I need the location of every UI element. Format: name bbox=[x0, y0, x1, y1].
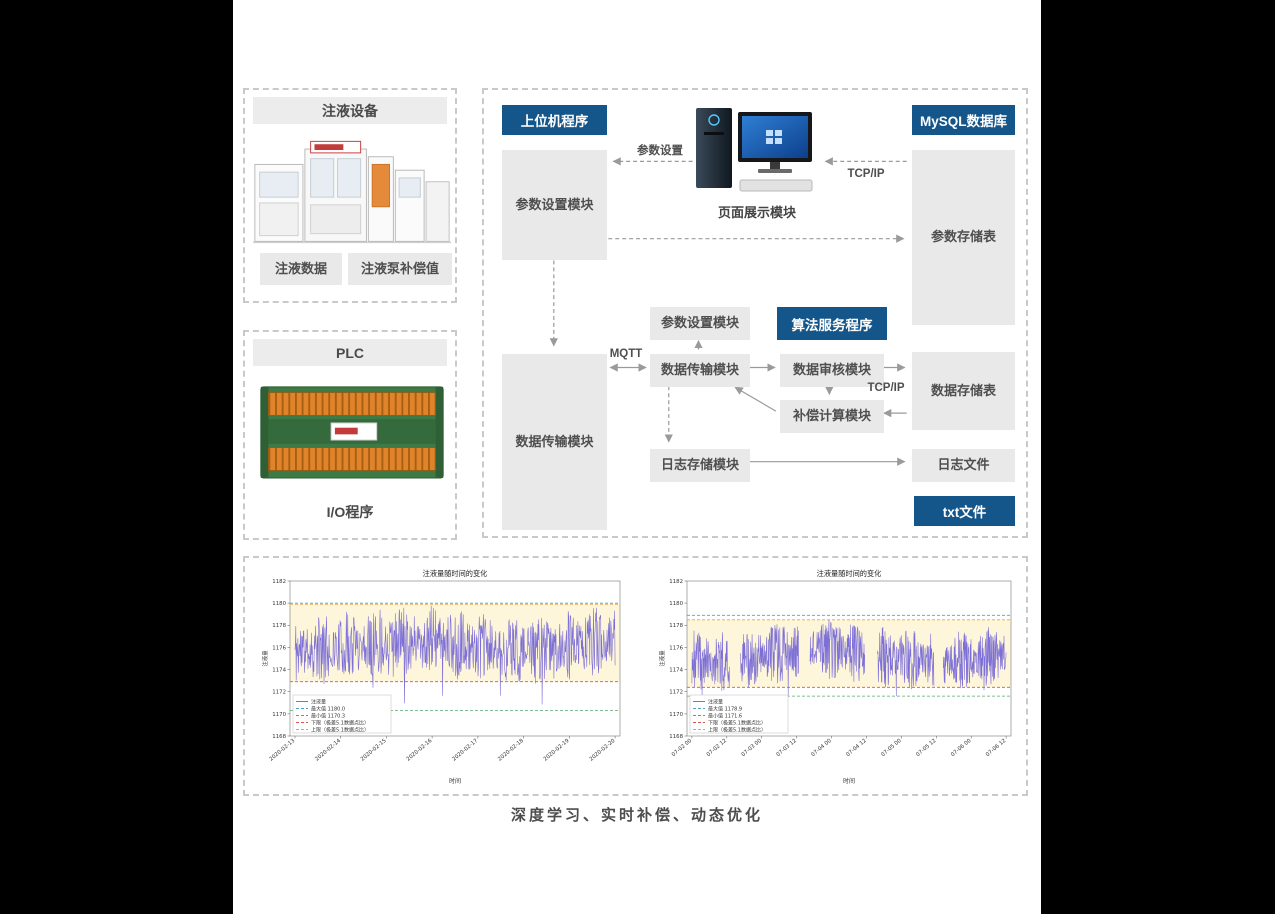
svg-text:1174: 1174 bbox=[272, 668, 286, 674]
svg-text:上限（极差5.1数据点比）: 上限（极差5.1数据点比） bbox=[311, 726, 369, 733]
svg-text:1168: 1168 bbox=[272, 734, 286, 740]
tcpip-top-edge-label: TCP/IP bbox=[847, 168, 885, 180]
tcpip-mid-edge-label: TCP/IP bbox=[867, 382, 905, 394]
page-caption: 深度学习、实时补偿、动态优化 bbox=[510, 807, 763, 824]
svg-text:最大值 1180.0: 最大值 1180.0 bbox=[311, 705, 345, 712]
svg-text:下限（极差5.1数据点比）: 下限（极差5.1数据点比） bbox=[311, 719, 369, 726]
plc-panel-title: PLC bbox=[253, 339, 447, 366]
svg-text:注液量随时间的变化: 注液量随时间的变化 bbox=[423, 569, 488, 578]
txt-file-badge: txt文件 bbox=[914, 496, 1015, 526]
data-transfer-module-left: 数据传输模块 bbox=[502, 354, 607, 530]
pump-compensation-label: 注液泵补偿值 bbox=[348, 253, 452, 285]
svg-text:1182: 1182 bbox=[272, 579, 286, 585]
compensation-calc-module: 补偿计算模块 bbox=[780, 400, 884, 433]
svg-text:1182: 1182 bbox=[669, 579, 683, 585]
svg-text:注液量: 注液量 bbox=[658, 650, 666, 667]
param-setting-module-left: 参数设置模块 bbox=[502, 150, 607, 260]
svg-text:1178: 1178 bbox=[272, 623, 286, 629]
mqtt-edge-label: MQTT bbox=[609, 348, 643, 360]
desktop-computer-illustration bbox=[696, 108, 813, 192]
svg-text:1170: 1170 bbox=[669, 712, 683, 718]
display-module-label: 页面展示模块 bbox=[717, 205, 796, 220]
svg-text:时间: 时间 bbox=[843, 777, 855, 785]
svg-text:注液量: 注液量 bbox=[708, 698, 723, 705]
slide-panel: 注液设备 bbox=[233, 0, 1041, 914]
svg-text:1176: 1176 bbox=[272, 645, 286, 651]
svg-text:注液量: 注液量 bbox=[311, 698, 326, 705]
log-storage-module: 日志存储模块 bbox=[650, 449, 750, 482]
svg-text:1180: 1180 bbox=[669, 601, 683, 607]
svg-text:1174: 1174 bbox=[669, 668, 683, 674]
host-program-badge: 上位机程序 bbox=[502, 105, 607, 135]
param-setting-module-mid: 参数设置模块 bbox=[650, 307, 750, 340]
computer-icon bbox=[690, 106, 820, 202]
svg-text:最小值 1171.6: 最小值 1171.6 bbox=[708, 712, 742, 719]
equipment-panel: 注液设备 bbox=[243, 88, 457, 303]
architecture-panel: 上位机程序 bbox=[482, 88, 1028, 538]
data-storage-table: 数据存储表 bbox=[912, 352, 1015, 430]
svg-text:注液量随时间的变化: 注液量随时间的变化 bbox=[817, 569, 882, 578]
plc-panel: PLC bbox=[243, 330, 457, 540]
svg-text:下限（极差5.1数据点比）: 下限（极差5.1数据点比） bbox=[708, 719, 766, 726]
algo-service-badge: 算法服务程序 bbox=[777, 307, 887, 340]
equipment-panel-title: 注液设备 bbox=[253, 97, 447, 124]
mysql-db-badge: MySQL数据库 bbox=[912, 105, 1015, 135]
filling-machine-illustration bbox=[252, 140, 452, 244]
plc-image bbox=[257, 374, 447, 489]
data-transfer-module-mid: 数据传输模块 bbox=[650, 354, 750, 387]
injection-volume-chart-1: 116811701172117411761178118011822020-02-… bbox=[260, 566, 628, 786]
data-audit-module: 数据审核模块 bbox=[780, 354, 884, 387]
svg-text:上限（极差5.1数据点比）: 上限（极差5.1数据点比） bbox=[708, 726, 766, 733]
param-storage-table: 参数存储表 bbox=[912, 150, 1015, 325]
svg-text:时间: 时间 bbox=[449, 777, 461, 785]
svg-text:1178: 1178 bbox=[669, 623, 683, 629]
param-set-edge-label: 参数设置 bbox=[637, 145, 683, 157]
svg-text:1168: 1168 bbox=[669, 734, 683, 740]
log-file-box: 日志文件 bbox=[912, 449, 1015, 482]
svg-text:1170: 1170 bbox=[272, 712, 286, 718]
svg-text:1172: 1172 bbox=[272, 690, 286, 696]
svg-text:注液量: 注液量 bbox=[261, 650, 269, 667]
svg-text:最小值 1170.3: 最小值 1170.3 bbox=[311, 712, 345, 719]
svg-text:最大值 1178.9: 最大值 1178.9 bbox=[708, 705, 742, 712]
injection-data-label: 注液数据 bbox=[260, 253, 342, 285]
equipment-image bbox=[251, 127, 453, 249]
svg-text:1176: 1176 bbox=[669, 645, 683, 651]
svg-text:1172: 1172 bbox=[669, 690, 683, 696]
plc-terminal-illustration bbox=[260, 386, 444, 479]
svg-text:1180: 1180 bbox=[272, 601, 286, 607]
io-program-caption: I/O程序 bbox=[326, 504, 374, 520]
